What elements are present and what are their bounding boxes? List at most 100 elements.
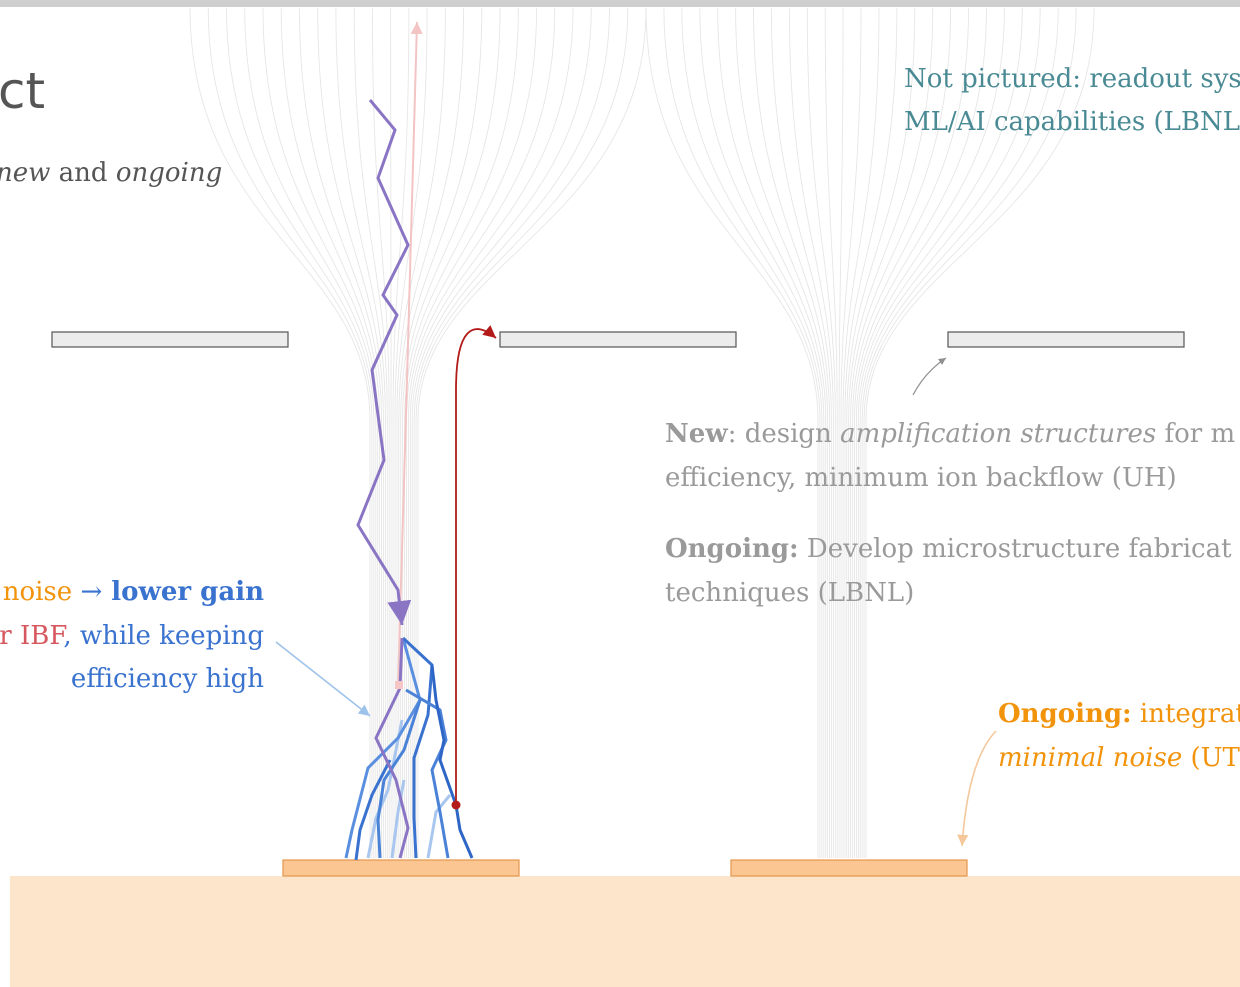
efficiency-text: efficiency high [70,664,264,695]
intro-new: new [0,158,51,188]
field-line-1-24 [413,7,610,858]
field-line-1-15 [396,7,446,858]
ongoing-int-text-2: (UT [1182,742,1240,773]
field-line-2-5 [717,7,827,858]
ongoing-fab-text: Develop microstructure fabricat [798,534,1232,564]
field-line-2-22 [857,7,1023,858]
field-line-2-18 [850,7,952,858]
field-line-1-25 [415,7,629,858]
new-amp-emphasis: amplification structures [840,419,1157,449]
field-line-2-24 [861,7,1059,858]
field-line-1-9 [335,7,386,858]
ongoing-integration-note: Ongoing: integrat minimal noise (UT [998,693,1240,780]
top-border-bar [0,0,1240,7]
field-line-1-17 [400,7,483,858]
field-line-1-26 [417,7,647,858]
pointer-to-pad [957,730,997,847]
mesh-plate-2 [499,331,737,348]
ibf-text: r IBF [0,620,64,651]
intro-ongoing: ongoing [115,158,223,188]
field-line-1-10 [353,7,388,858]
field-line-1-3 [226,7,375,858]
new-amplification-note: New: design amplification structures for… [665,413,1235,500]
pointer-to-avalanche [275,641,371,717]
avalanche-track-light-2 [390,779,406,859]
field-line-2-20 [854,7,987,858]
field-line-2-23 [859,7,1041,858]
ongoing-fab-label: Ongoing: [665,534,799,564]
gain-tradeoff-note: noise → lower gain r IBF, while keeping … [0,571,264,702]
field-line-1-2 [207,7,373,858]
field-line-1-22 [409,7,574,858]
field-line-1-6 [280,7,381,858]
field-line-1-18 [402,7,501,858]
new-amp-line-2: efficiency, minimum ion backflow (UH) [665,462,1177,493]
avalanche-track-4 [376,699,422,859]
field-line-2-9 [788,7,834,858]
ongoing-fabrication-note: Ongoing: Develop microstructure fabricat… [665,528,1232,615]
field-line-1-11 [371,7,390,858]
field-line-1-12 [390,7,392,858]
intro-and: and [50,158,116,188]
field-line-1-13 [392,7,410,858]
field-line-2-12 [838,7,844,858]
ongoing-fab-line-2: techniques (LBNL) [665,577,915,608]
ion-drift-path [455,325,497,805]
not-pictured-line-1: Not pictured: readout sys [904,64,1240,94]
field-line-2-21 [855,7,1005,858]
field-line-2-7 [753,7,830,858]
new-amp-text-2: for m [1156,419,1236,449]
field-line-1-1 [189,7,371,858]
ion-origin-dot [451,800,461,810]
electron-track-lower [374,637,410,859]
field-line-1-5 [262,7,379,858]
noise-text: noise [2,577,81,607]
avalanche-track-5 [430,664,474,859]
not-pictured-note: Not pictured: readout sys ML/AI capabili… [904,58,1240,144]
substrate [10,876,1240,987]
ion-backflow-line [397,21,423,687]
field-line-1-20 [406,7,538,858]
field-line-2-15 [844,7,898,858]
readout-pad-2 [730,859,968,877]
field-line-2-19 [852,7,970,858]
primary-electron-track [356,99,412,626]
arrow-glyph: → [80,577,103,607]
field-line-2-2 [663,7,821,858]
field-line-2-10 [806,7,836,858]
ongoing-int-emphasis: minimal noise [998,742,1183,773]
field-line-2-6 [735,7,829,858]
field-line-1-7 [298,7,382,858]
not-pictured-line-2: ML/AI capabilities (LBNL [904,106,1240,137]
ion-marker [395,681,403,689]
field-line-2-13 [840,7,862,858]
field-line-2-4 [699,7,825,858]
field-line-2-1 [645,7,819,858]
mesh-plate-3 [947,331,1185,348]
while-keeping-text: , while keeping [63,620,264,651]
slide-title: ct [0,62,46,120]
ongoing-int-text: integrat [1131,699,1240,729]
field-line-2-8 [770,7,832,858]
field-line-1-16 [398,7,465,858]
field-line-1-21 [407,7,556,858]
field-line-1-8 [317,7,384,858]
avalanche-track-2 [401,636,434,859]
field-line-2-14 [842,7,880,858]
lower-gain-text: lower gain [102,577,264,607]
field-line-2-3 [681,7,823,858]
readout-pad-1 [282,859,520,877]
ongoing-int-label: Ongoing: [998,699,1132,729]
field-line-2-26 [865,7,1095,858]
field-line-2-25 [863,7,1077,858]
mesh-plate-1 [51,331,289,348]
new-amp-text-1: : design [727,419,841,449]
new-label: New [665,419,728,449]
intro-text: new and ongoing [0,160,222,186]
field-line-2-16 [846,7,916,858]
field-line-1-23 [411,7,592,858]
avalanche-track-3 [405,688,450,859]
field-line-2-11 [824,7,838,858]
field-line-2-17 [848,7,934,858]
